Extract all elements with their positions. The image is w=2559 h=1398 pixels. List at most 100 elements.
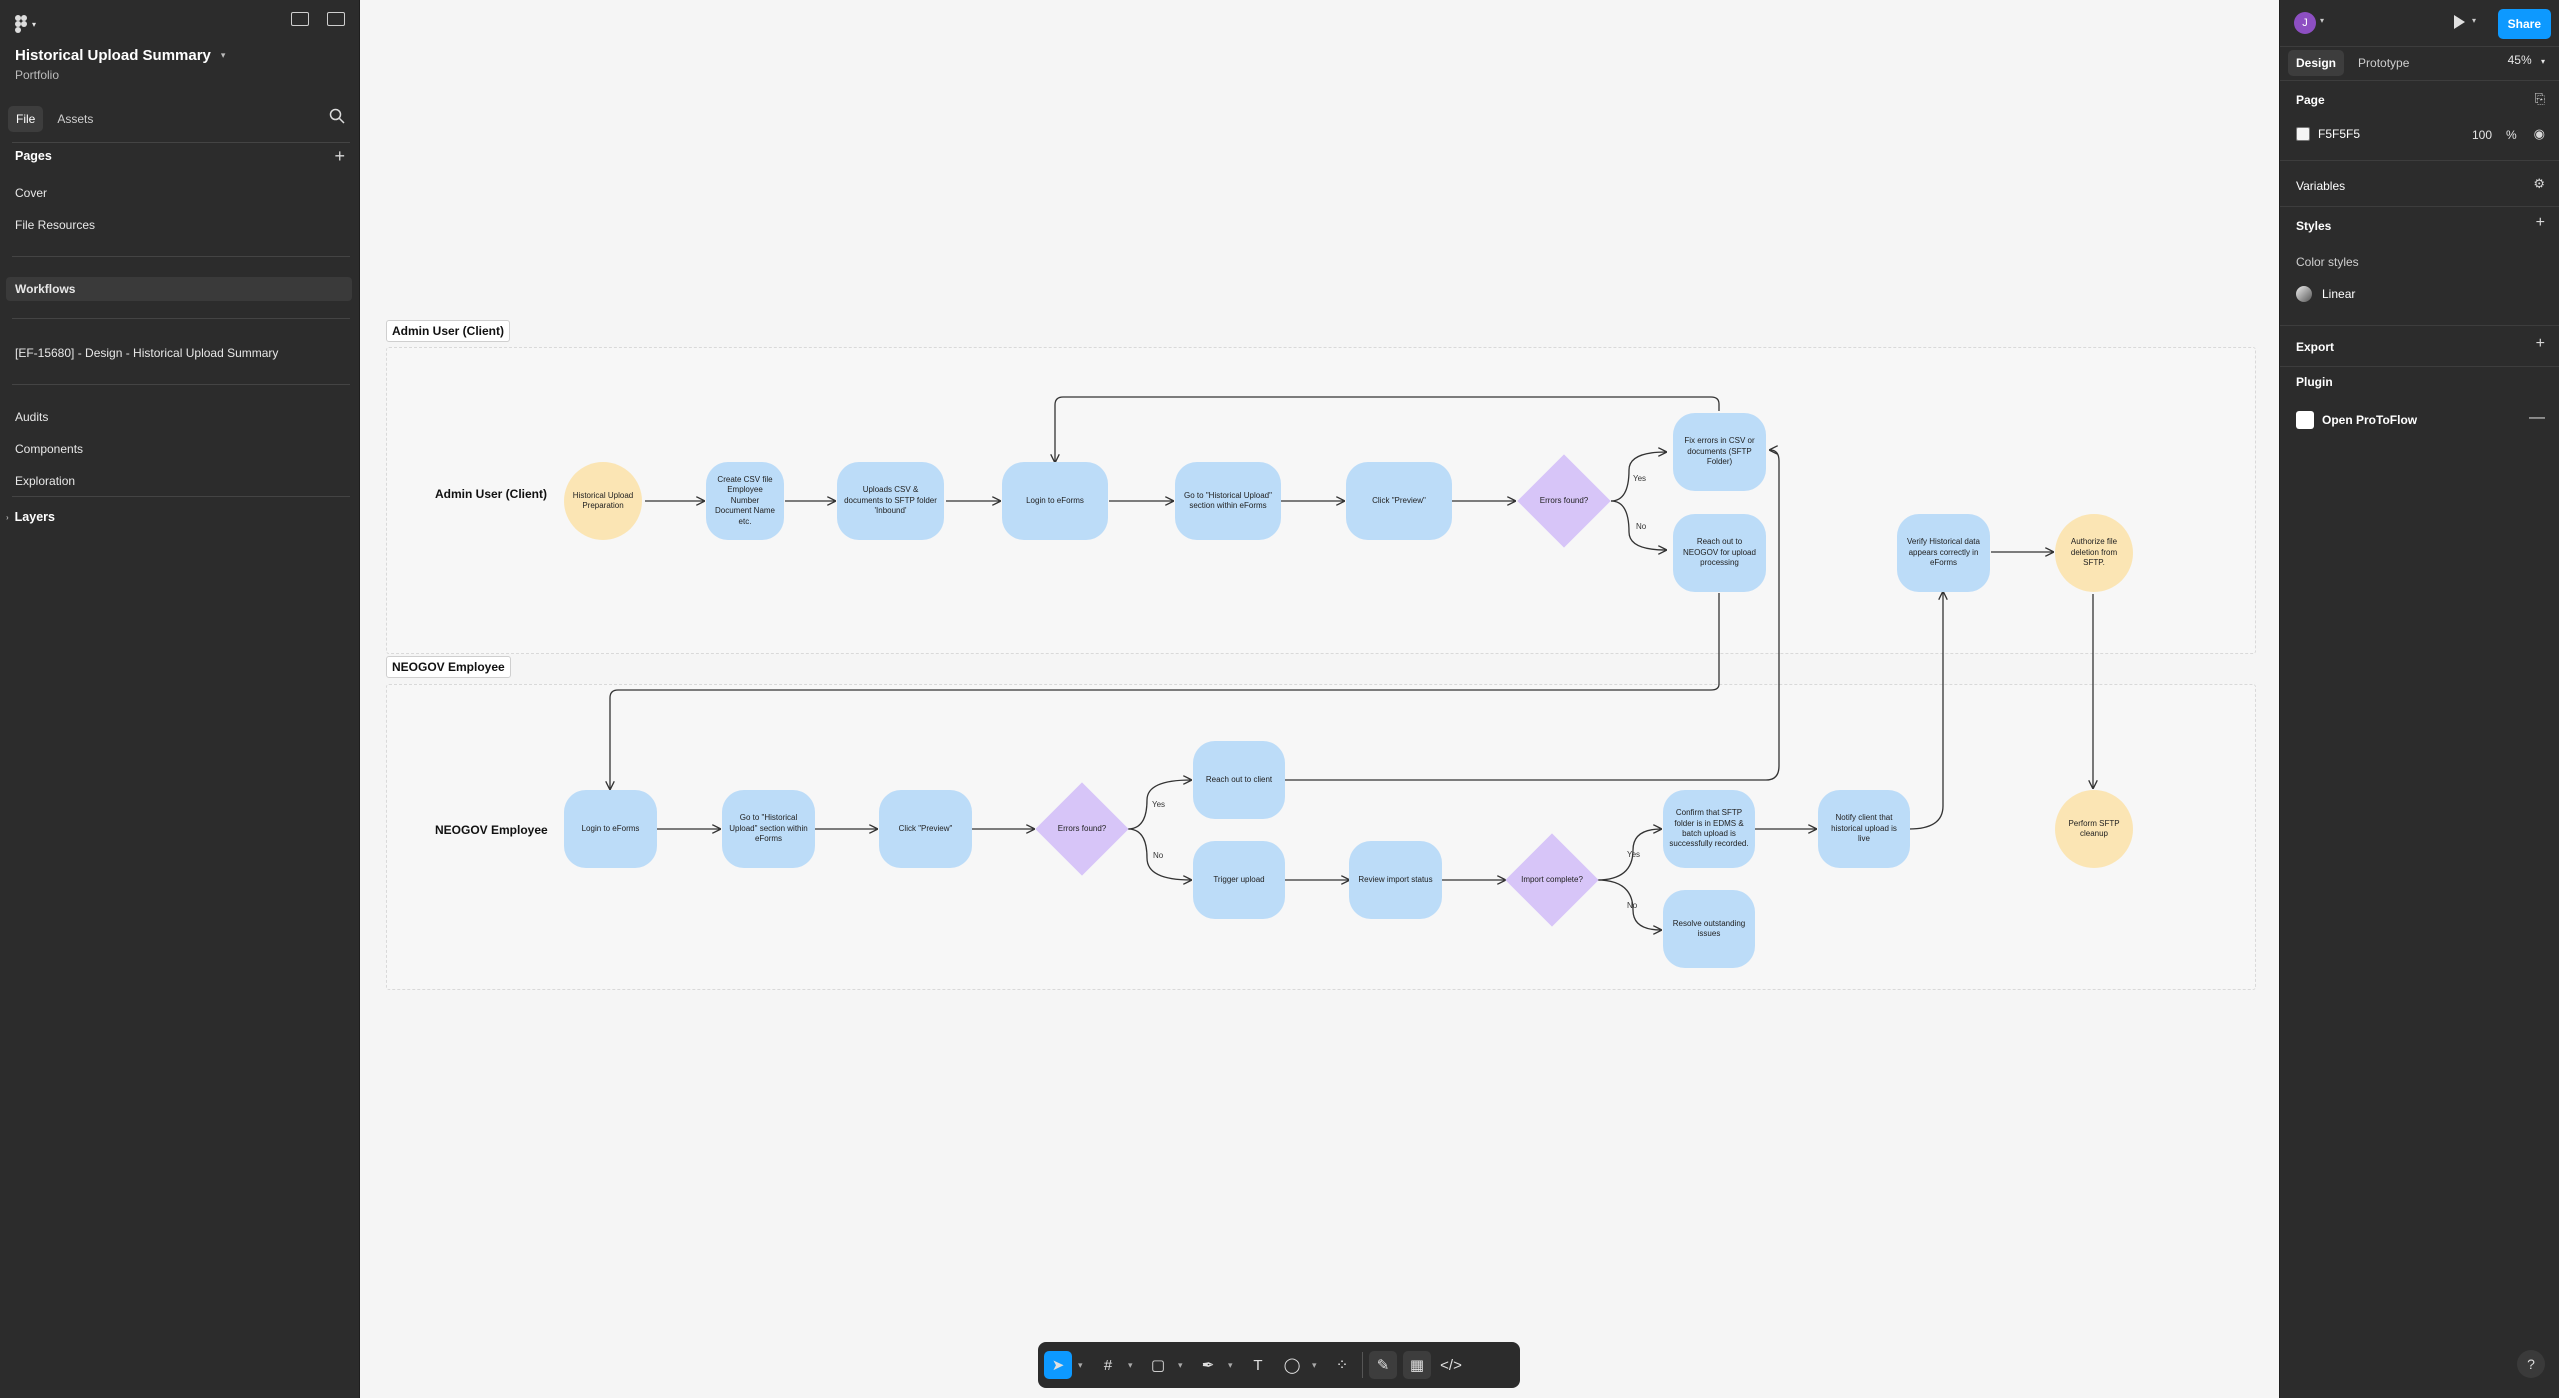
divider (12, 496, 350, 497)
page-item-exploration[interactable]: Exploration (15, 474, 76, 488)
tab-assets[interactable]: Assets (57, 112, 94, 126)
bottom-toolbar: ➤ ▾ # ▾ ▢ ▾ ✒ ▾ T ◯ ▾ ⁘ ✎ ▦ </> (1038, 1342, 1520, 1388)
section-label-neogov[interactable]: NEOGOV Employee (386, 656, 511, 678)
node-label: Errors found? (1539, 495, 1589, 505)
design-mode-icon[interactable]: ▦ (1403, 1351, 1431, 1379)
node-go-to-historical-upload[interactable]: Go to "Historical Upload" section within… (722, 790, 815, 868)
dev-mode-icon[interactable]: </> (1440, 1356, 1462, 1374)
comment-tool-icon[interactable]: ◯ (1283, 1357, 1301, 1374)
layers-section[interactable]: › Layers (6, 510, 345, 524)
help-button[interactable]: ? (2517, 1350, 2545, 1378)
tab-file[interactable]: File (8, 106, 44, 132)
node-click-preview[interactable]: Click "Preview" (1346, 462, 1452, 540)
style-item-linear[interactable]: Linear (2296, 286, 2355, 302)
chevron-down-icon[interactable]: ▾ (1312, 1359, 1317, 1370)
page-item-workflows[interactable]: Workflows (6, 277, 352, 301)
present-icon[interactable] (2454, 15, 2465, 29)
share-button[interactable]: Share (2497, 9, 2551, 39)
file-project[interactable]: Portfolio (15, 68, 60, 82)
page-color-row[interactable]: F5F5F5 (2296, 127, 2360, 141)
main-menu-button[interactable]: ▾ (14, 14, 36, 34)
text-tool-icon[interactable]: T (1253, 1356, 1263, 1374)
divider (2280, 366, 2559, 367)
node-login-eforms[interactable]: Login to eForms (564, 790, 657, 868)
node-reach-out-neogov[interactable]: Reach out to NEOGOV for upload processin… (1673, 514, 1766, 592)
page-item-file-resources[interactable]: File Resources (15, 218, 96, 232)
chevron-down-icon[interactable]: ▾ (2472, 16, 2477, 25)
edge (1610, 452, 1666, 502)
divider (12, 318, 350, 319)
lane-neogov (386, 684, 2256, 990)
node-login-eforms[interactable]: Login to eForms (1002, 462, 1108, 540)
node-resolve-issues[interactable]: Resolve outstanding issues (1663, 890, 1755, 968)
plugin-icon (2296, 411, 2314, 429)
node-verify-historical-data[interactable]: Verify Historical data appears correctly… (1897, 514, 1990, 592)
node-go-to-historical-upload[interactable]: Go to "Historical Upload" section within… (1175, 462, 1281, 540)
page-color-value[interactable]: F5F5F5 (2318, 127, 2361, 141)
color-swatch[interactable] (2296, 127, 2310, 141)
canvas[interactable]: Admin User (Client) NEOGOV Employee Admi… (361, 0, 2279, 1398)
chevron-down-icon[interactable]: ▾ (1128, 1359, 1133, 1370)
lane-title-admin: Admin User (Client) (435, 487, 548, 501)
add-style-icon[interactable]: + (2535, 214, 2545, 231)
node-errors-found[interactable]: Errors found? (1035, 782, 1129, 876)
percent-sign: % (2506, 128, 2517, 142)
pen-tool-icon[interactable]: ✒ (1201, 1357, 1215, 1374)
node-perform-sftp-cleanup[interactable]: Perform SFTP cleanup (2055, 790, 2133, 868)
edge (1596, 829, 1661, 881)
frame-tool-icon[interactable]: # (1103, 1356, 1113, 1374)
node-review-import-status[interactable]: Review import status (1349, 841, 1442, 919)
add-export-icon[interactable]: + (2535, 335, 2545, 352)
node-fix-errors[interactable]: Fix errors in CSV or documents (SFTP Fol… (1673, 413, 1766, 491)
file-title[interactable]: Historical Upload Summary ▾ (15, 47, 225, 64)
node-click-preview[interactable]: Click "Preview" (879, 790, 972, 868)
edge-label-no: No (1627, 901, 1638, 910)
tab-prototype[interactable]: Prototype (2358, 56, 2410, 70)
variables-icon[interactable]: ⚙ (2533, 176, 2545, 191)
divider (12, 142, 350, 143)
variables-title[interactable]: Variables (2296, 179, 2346, 193)
node-confirm-sftp-folder[interactable]: Confirm that SFTP folder is in EDMS & ba… (1663, 790, 1755, 868)
node-create-csv[interactable]: Create CSV file Employee Number Document… (706, 462, 784, 540)
page-item-design[interactable]: [EF-15680] - Design - Historical Upload … (15, 346, 279, 360)
search-icon[interactable] (329, 108, 345, 124)
page-item-components[interactable]: Components (15, 442, 84, 456)
edge-label-no: No (1636, 522, 1647, 531)
actions-tool-icon[interactable]: ⁘ (1335, 1357, 1349, 1374)
chevron-down-icon[interactable]: ▾ (1078, 1359, 1083, 1370)
node-import-complete[interactable]: Import complete? (1505, 833, 1599, 927)
chevron-down-icon[interactable]: ▾ (2320, 16, 2325, 25)
draw-mode-icon[interactable]: ✎ (1369, 1351, 1397, 1379)
style-name: Linear (2322, 287, 2356, 301)
tab-design[interactable]: Design (2288, 50, 2345, 76)
avatar[interactable]: J (2294, 12, 2316, 34)
chevron-down-icon[interactable]: ▾ (1178, 1359, 1183, 1370)
node-historical-upload-preparation[interactable]: Historical Upload Preparation (564, 462, 642, 540)
section-label-admin[interactable]: Admin User (Client) (386, 320, 511, 342)
divider (2280, 206, 2559, 207)
add-page-icon[interactable]: + (334, 146, 345, 166)
zoom-level[interactable]: 45% ▾ (2508, 53, 2545, 67)
node-trigger-upload[interactable]: Trigger upload (1193, 841, 1285, 919)
eye-icon[interactable]: ◉ (2533, 126, 2545, 141)
plugin-item[interactable]: Open ProToFlow (2296, 411, 2417, 429)
sidebar-toggle-icon[interactable] (327, 12, 345, 26)
rectangle-tool-icon[interactable]: ▢ (1150, 1357, 1166, 1374)
remove-plugin-icon[interactable]: — (2529, 409, 2545, 426)
lane-title-neogov: NEOGOV Employee (435, 823, 548, 837)
divider (1362, 1352, 1363, 1378)
node-reach-out-client[interactable]: Reach out to client (1193, 741, 1285, 819)
page-item-audits[interactable]: Audits (15, 410, 49, 424)
chevron-down-icon[interactable]: ▾ (1228, 1359, 1233, 1370)
node-upload-csv[interactable]: Uploads CSV & documents to SFTP folder '… (837, 462, 944, 540)
node-notify-client[interactable]: Notify client that historical upload is … (1818, 790, 1910, 868)
move-tool-icon[interactable]: ➤ (1044, 1351, 1072, 1379)
page-item-cover[interactable]: Cover (15, 186, 48, 200)
left-sidebar: ▾ Historical Upload Summary ▾ Portfolio … (0, 0, 360, 1398)
node-errors-found[interactable]: Errors found? (1517, 454, 1611, 548)
ai-icon[interactable] (291, 12, 309, 26)
divider (2280, 325, 2559, 326)
page-settings-icon[interactable]: ⎘ (2534, 91, 2545, 106)
page-opacity[interactable]: 100% (2472, 128, 2517, 142)
node-authorize-file-deletion[interactable]: Authorize file deletion from SFTP. (2055, 514, 2133, 592)
